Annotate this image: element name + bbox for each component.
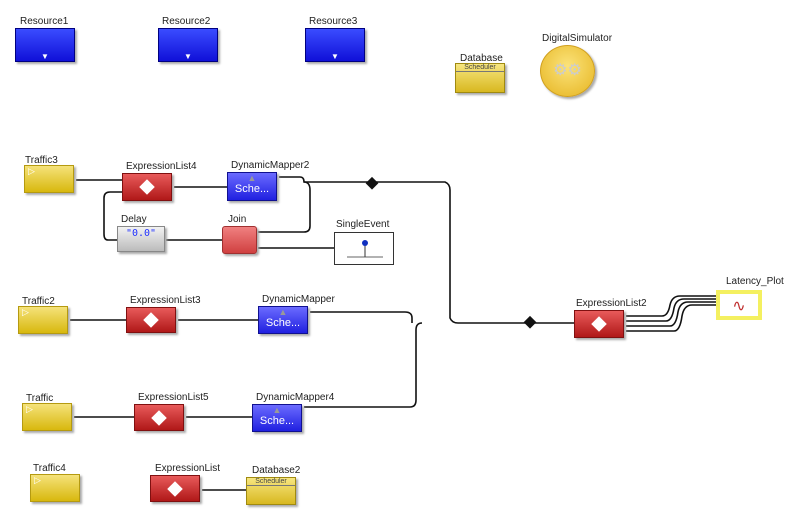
diamond-icon [151, 409, 167, 426]
traffic4-label: Traffic4 [33, 463, 66, 474]
resource2-label: Resource2 [162, 16, 211, 27]
expressionlist4-actor[interactable] [122, 173, 172, 201]
expressionlist3-actor[interactable] [126, 307, 176, 333]
database2-actor[interactable]: Scheduler [246, 477, 296, 505]
dynamicmapper2-label: DynamicMapper2 [231, 160, 310, 171]
diamond-icon [143, 312, 159, 328]
wire [103, 191, 122, 241]
traffic-label: Traffic [26, 393, 54, 404]
expressionlist-label: ExpressionList [155, 463, 221, 474]
resource1-label: Resource1 [20, 16, 69, 27]
expressionlist-actor[interactable] [150, 475, 200, 502]
dynamicmapper4-actor[interactable]: Sche...▲ [252, 404, 302, 432]
expressionlist2-label: ExpressionList2 [576, 298, 647, 309]
delay-icon: "0.0" [125, 228, 157, 239]
wire [310, 311, 413, 323]
latency-plot-actor[interactable]: ∿ [716, 290, 762, 320]
traffic-source-icon: ▷ [28, 166, 35, 176]
mapper-icon: Sche... [259, 415, 295, 427]
gears-icon: ⚙⚙ [553, 62, 582, 79]
mapper-icon: Sche... [234, 183, 270, 195]
singleevent-actor[interactable] [334, 232, 394, 265]
traffic-source-icon: ▷ [34, 475, 41, 485]
database-label: Database [460, 53, 503, 64]
traffic3-actor[interactable]: ▷ [24, 165, 74, 193]
resource3-actor[interactable]: ▼ [305, 28, 365, 62]
wire [279, 176, 574, 324]
wire [626, 295, 716, 317]
join-label: Join [228, 214, 247, 225]
triangle-icon: ▲ [278, 307, 288, 317]
resource-icon: ▼ [184, 52, 192, 61]
traffic-actor[interactable]: ▷ [22, 403, 72, 431]
traffic-source-icon: ▷ [22, 307, 29, 317]
join-actor[interactable] [222, 226, 257, 254]
diamond-icon [139, 179, 155, 195]
triangle-icon: ▲ [247, 173, 257, 183]
wire [626, 301, 716, 327]
traffic3-label: Traffic3 [25, 155, 58, 166]
wire [304, 322, 423, 408]
diamond-icon [591, 316, 607, 332]
database-scheduler-icon: Scheduler [456, 64, 504, 72]
wire [626, 304, 716, 332]
latency-plot-label: Latency_Plot [726, 276, 784, 287]
singleevent-label: SingleEvent [336, 219, 390, 230]
resource-icon: ▼ [331, 52, 339, 61]
traffic4-actor[interactable]: ▷ [30, 474, 80, 502]
database-actor[interactable]: Scheduler [455, 63, 505, 93]
plot-icon: ∿ [732, 298, 746, 315]
dynamicmapper4-label: DynamicMapper4 [256, 392, 335, 403]
expressionlist2-actor[interactable] [574, 310, 624, 338]
database-scheduler-icon: Scheduler [247, 478, 295, 486]
expressionlist4-label: ExpressionList4 [126, 161, 197, 172]
digital-simulator-label: DigitalSimulator [542, 33, 613, 44]
resource-icon: ▼ [41, 52, 49, 61]
dynamicmapper-actor[interactable]: Sche...▲ [258, 306, 308, 334]
wire [258, 181, 311, 233]
wire [626, 298, 716, 322]
relay-icon [365, 176, 379, 190]
mapper-icon: Sche... [265, 317, 301, 329]
resource3-label: Resource3 [309, 16, 358, 27]
traffic2-label: Traffic2 [22, 296, 55, 307]
delay-actor[interactable]: "0.0" [117, 226, 165, 252]
resource2-actor[interactable]: ▼ [158, 28, 218, 62]
expressionlist3-label: ExpressionList3 [130, 295, 201, 306]
digital-simulator-actor[interactable]: ⚙⚙ [540, 45, 595, 97]
expressionlist5-actor[interactable] [134, 404, 184, 431]
database2-label: Database2 [252, 465, 301, 476]
dynamicmapper2-actor[interactable]: Sche...▲ [227, 172, 277, 201]
diamond-icon [167, 480, 183, 497]
traffic2-actor[interactable]: ▷ [18, 306, 68, 334]
expressionlist5-label: ExpressionList5 [138, 392, 209, 403]
traffic-source-icon: ▷ [26, 404, 33, 414]
triangle-icon: ▲ [272, 405, 282, 415]
relay-icon [523, 315, 537, 329]
delay-label: Delay [121, 214, 147, 225]
resource1-actor[interactable]: ▼ [15, 28, 75, 62]
event-stem-icon [335, 237, 393, 261]
dynamicmapper-label: DynamicMapper [262, 294, 335, 305]
